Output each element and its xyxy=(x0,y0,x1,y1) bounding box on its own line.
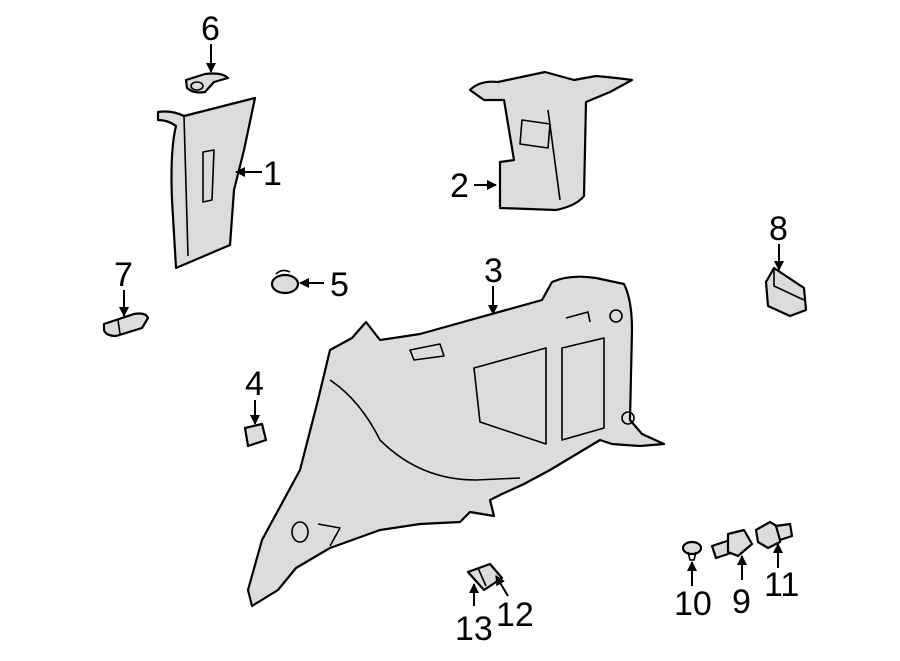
callout-13: 13 xyxy=(455,610,493,648)
callout-1: 1 xyxy=(263,155,282,193)
part-7-clip[interactable] xyxy=(102,312,150,338)
part-10-push-pin[interactable] xyxy=(681,540,703,561)
part-4-clip[interactable] xyxy=(243,422,268,448)
callout-5: 5 xyxy=(330,266,349,304)
callout-7: 7 xyxy=(114,256,133,294)
part-11-bolt[interactable] xyxy=(754,520,794,550)
callout-12: 12 xyxy=(496,596,534,634)
part-2-upper-trim[interactable] xyxy=(468,70,634,212)
part-1-pillar-trim[interactable] xyxy=(156,96,257,270)
part-6-clip[interactable] xyxy=(184,72,230,94)
callout-6: 6 xyxy=(201,10,220,48)
callout-3: 3 xyxy=(484,252,503,290)
callout-11: 11 xyxy=(764,566,799,604)
callout-10: 10 xyxy=(674,585,712,623)
part-8-cover[interactable] xyxy=(764,266,808,318)
part-9-bolt[interactable] xyxy=(710,528,754,560)
leader-12 xyxy=(495,575,509,597)
callout-9: 9 xyxy=(732,583,751,621)
callout-4: 4 xyxy=(245,365,264,403)
part-5-push-pin[interactable] xyxy=(270,269,300,295)
part-3-quarter-trim-panel[interactable] xyxy=(246,275,666,608)
callout-2: 2 xyxy=(450,167,469,205)
callout-8: 8 xyxy=(769,210,788,248)
